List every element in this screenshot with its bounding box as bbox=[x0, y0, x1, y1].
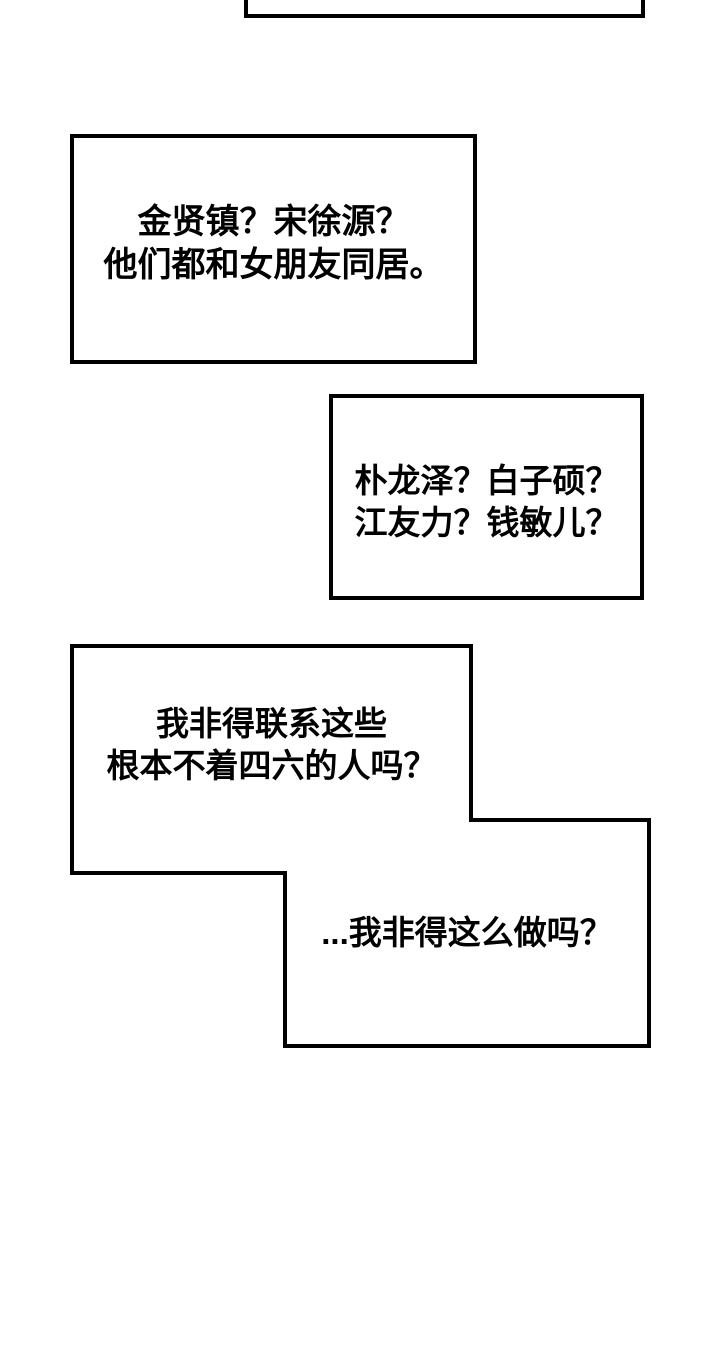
compound-bubble-shape bbox=[70, 644, 651, 1048]
speech-box-4-line-1: ...我非得这么做吗？ bbox=[321, 914, 613, 951]
speech-box-1: 金贤镇？宋徐源？ 他们都和女朋友同居。 bbox=[70, 134, 477, 364]
speech-box-1-text: 金贤镇？宋徐源？ 他们都和女朋友同居。 bbox=[104, 201, 444, 287]
speech-box-2: 朴龙泽？白子硕？ 江友力？钱敏儿？ bbox=[329, 394, 644, 600]
speech-box-top-partial bbox=[244, 0, 645, 18]
speech-box-2-line-2: 江友力？钱敏儿？ bbox=[354, 504, 619, 541]
speech-box-2-line-1: 朴龙泽？白子硕？ bbox=[354, 462, 619, 499]
speech-box-3-text: 我非得联系这些 根本不着四六的人吗？ bbox=[107, 703, 437, 787]
speech-box-3-line-1: 我非得联系这些 bbox=[156, 704, 387, 742]
speech-box-1-line-1: 金贤镇？宋徐源？ bbox=[137, 203, 410, 241]
speech-box-4-text-area: ...我非得这么做吗？ bbox=[283, 818, 651, 1048]
speech-box-3-line-2: 根本不着四六的人吗？ bbox=[106, 746, 437, 784]
speech-box-2-text: 朴龙泽？白子硕？ 江友力？钱敏儿？ bbox=[355, 460, 619, 544]
speech-box-1-line-2: 他们都和女朋友同居。 bbox=[103, 246, 444, 284]
speech-box-3-text-area: 我非得联系这些 根本不着四六的人吗？ bbox=[70, 644, 473, 875]
